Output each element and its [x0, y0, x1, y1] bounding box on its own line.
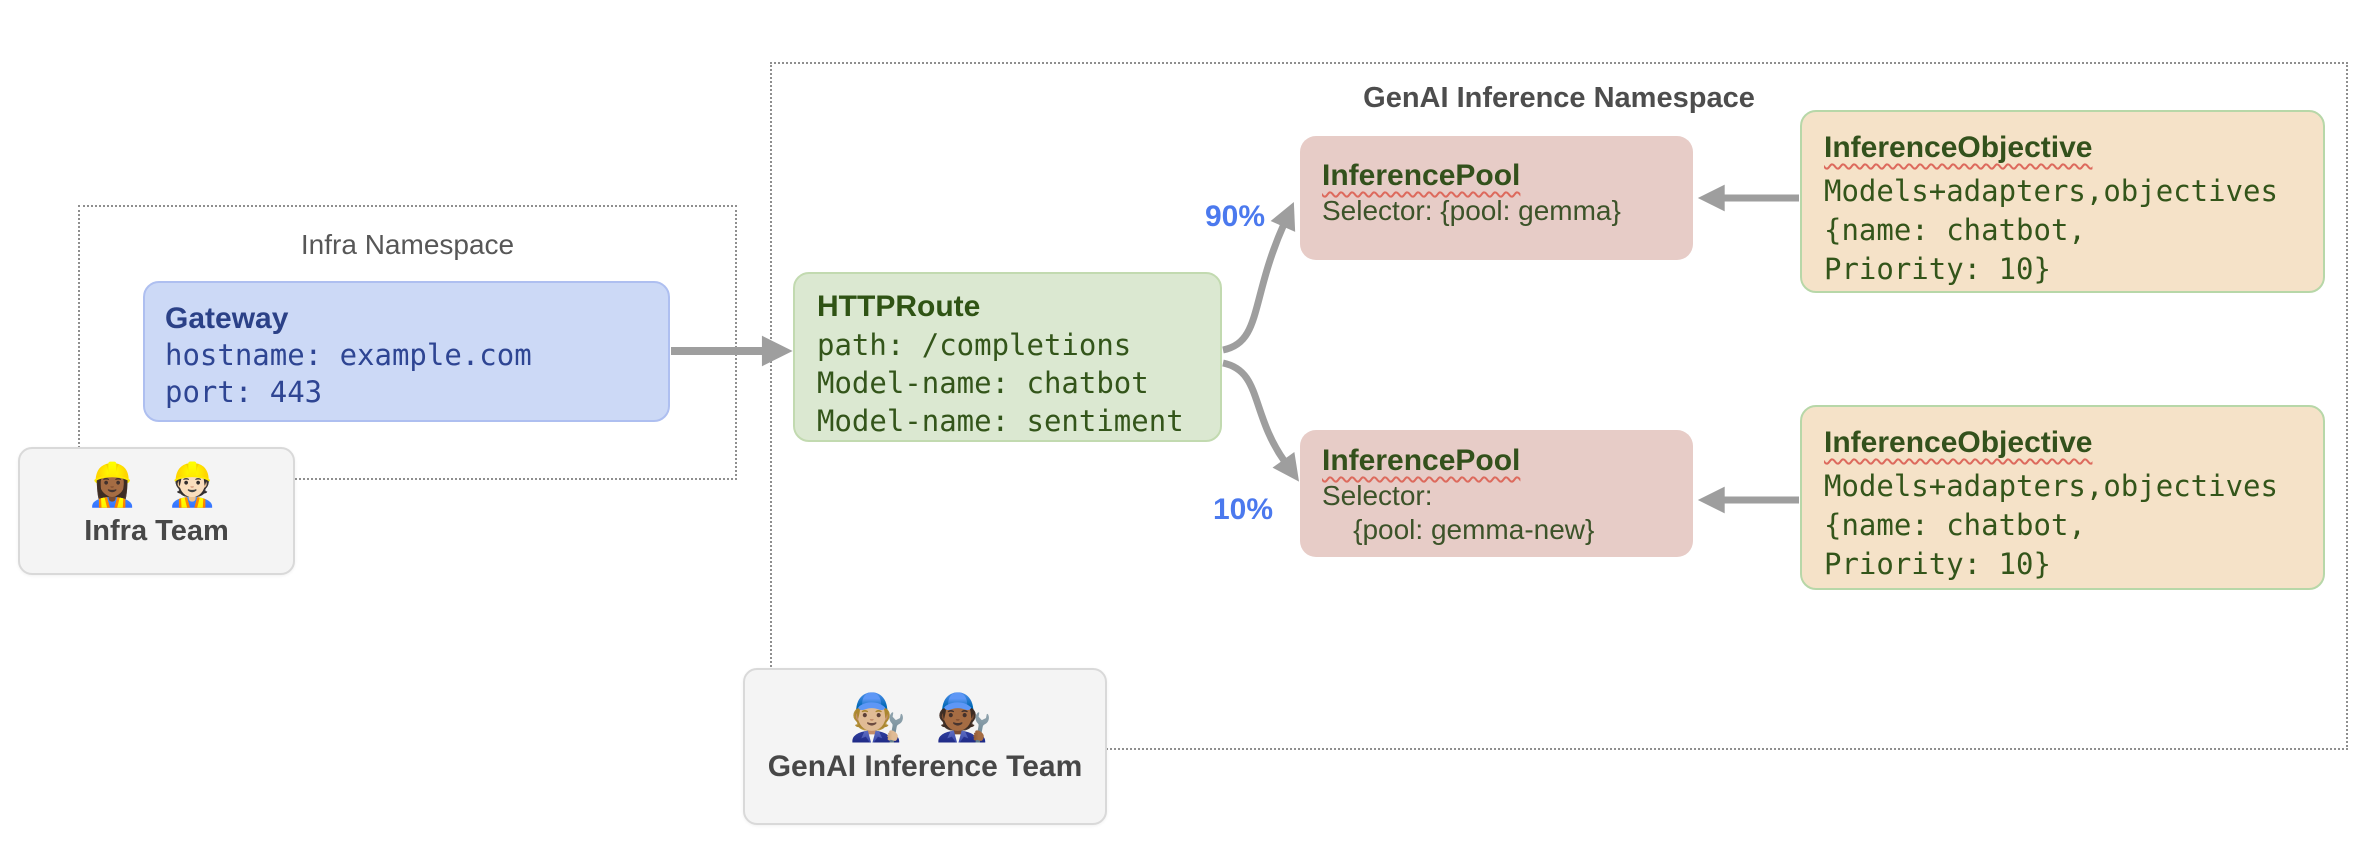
- genai-namespace-box: GenAI Inference Namespace: [770, 62, 2348, 750]
- inference-pool-title: InferencePool: [1322, 443, 1673, 479]
- httproute-path: path: /completions: [817, 328, 1132, 362]
- traffic-split-10-label: 10%: [1213, 493, 1274, 526]
- inference-objective-title-text: InferenceObjective: [1824, 426, 2093, 459]
- inference-pool-title-text: InferencePool: [1322, 444, 1521, 477]
- traffic-split-90-label: 90%: [1204, 200, 1265, 233]
- inference-pool-selector-value: {pool: gemma-new}: [1322, 514, 1595, 545]
- inference-pool-selector: Selector: {pool: gemma}: [1322, 195, 1621, 226]
- genai-team-label: GenAI Inference Team: [767, 750, 1083, 783]
- inference-pool-gemma-node: InferencePool Selector: {pool: gemma}: [1300, 136, 1693, 260]
- infra-team-label: Infra Team: [84, 515, 229, 547]
- httproute-model-sentiment: Model-name: sentiment: [817, 404, 1184, 438]
- inference-objective-bottom-node: InferenceObjective Models+adapters,objec…: [1800, 405, 2325, 590]
- inference-pool-title: InferencePool: [1322, 158, 1673, 194]
- httproute-title: HTTPRoute: [817, 290, 981, 323]
- objective-name-line: {name: chatbot,: [1824, 213, 2086, 247]
- gateway-hostname: hostname: example.com: [165, 338, 532, 372]
- gateway-node: Gateway hostname: example.com port: 443: [143, 281, 670, 422]
- objective-priority-line: Priority: 10}: [1824, 547, 2051, 581]
- httproute-node: HTTPRoute path: /completions Model-name:…: [793, 272, 1222, 442]
- inference-pool-selector: Selector:: [1322, 480, 1433, 511]
- genai-team-card: 🧑🏼‍🔧 🧑🏾‍🔧 GenAI Inference Team: [743, 668, 1107, 825]
- objective-priority-line: Priority: 10}: [1824, 252, 2051, 286]
- gateway-title: Gateway: [165, 302, 289, 335]
- construction-worker-emojis: 👷🏾‍♀️ 👷🏻: [86, 461, 227, 508]
- inference-pool-gemma-new-node: InferencePool Selector: {pool: gemma-new…: [1300, 430, 1693, 557]
- inference-objective-title: InferenceObjective: [1824, 425, 2303, 461]
- inference-objective-title-text: InferenceObjective: [1824, 131, 2093, 164]
- objective-name-line: {name: chatbot,: [1824, 508, 2086, 542]
- genai-namespace-title: GenAI Inference Namespace: [1363, 82, 1755, 114]
- httproute-model-chatbot: Model-name: chatbot: [817, 366, 1149, 400]
- infra-namespace-title: Infra Namespace: [300, 229, 515, 260]
- infra-namespace-box: Infra Namespace: [78, 205, 737, 480]
- inference-objective-top-node: InferenceObjective Models+adapters,objec…: [1800, 110, 2325, 293]
- objective-models-line: Models+adapters,objectives: [1824, 469, 2278, 503]
- inference-objective-title: InferenceObjective: [1824, 130, 2303, 166]
- infra-team-card: 👷🏾‍♀️ 👷🏻 Infra Team: [18, 447, 295, 575]
- gateway-port: port: 443: [165, 375, 323, 409]
- mechanic-emojis: 🧑🏼‍🔧 🧑🏾‍🔧: [849, 691, 1001, 743]
- objective-models-line: Models+adapters,objectives: [1824, 174, 2278, 208]
- inference-pool-title-text: InferencePool: [1322, 159, 1521, 192]
